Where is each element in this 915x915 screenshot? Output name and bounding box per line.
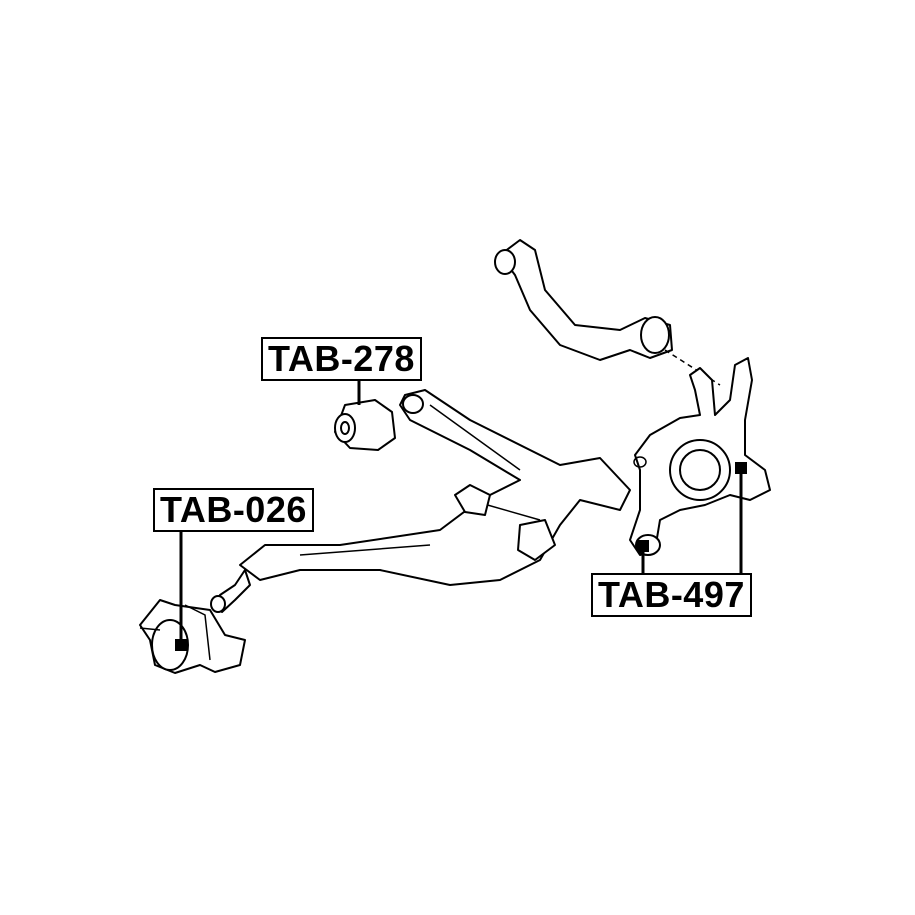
upper-control-arm [494,239,721,386]
lower-arm [210,389,631,613]
part-label-tab-497: TAB-497 [591,573,752,617]
part-label-tab-278: TAB-278 [261,337,422,381]
knuckle [629,357,771,556]
part-label-tab-026: TAB-026 [153,488,314,532]
bushing-tab-278 [334,399,396,451]
bushing-tab-026 [139,599,246,674]
leader-lines [175,380,747,651]
